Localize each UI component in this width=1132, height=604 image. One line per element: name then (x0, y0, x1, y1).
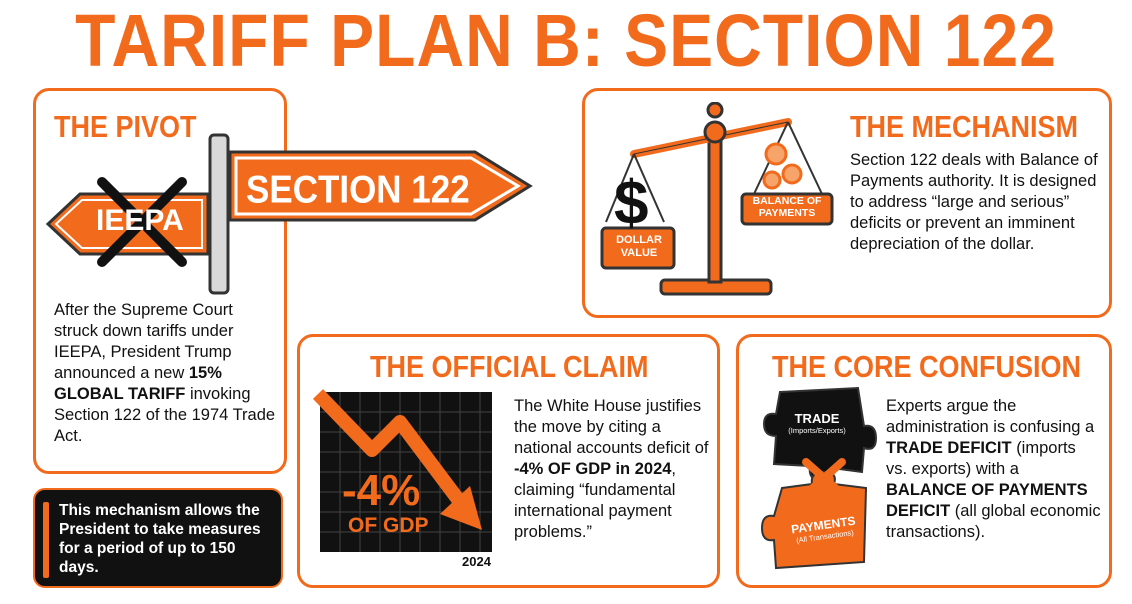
claim-text-part: The White House justifies the move by ci… (514, 397, 709, 457)
bop-label-line: BALANCE OF (752, 195, 822, 207)
note-accent-bar (43, 502, 49, 578)
dollar-value-label-line: VALUE (620, 247, 658, 259)
duration-note-text: This mechanism allows the President to t… (59, 502, 261, 576)
dollar-value-label-line: DOLLAR (616, 234, 662, 246)
core-confusion-text: Experts argue the administration is conf… (886, 396, 1101, 543)
pivot-heading: THE PIVOT (54, 110, 197, 144)
pivot-text-part: invoking Section 122 of the 1974 Trade A… (54, 385, 276, 445)
sign-old-label: IEEPA (96, 204, 184, 237)
down-arrow-icon (312, 389, 482, 530)
chart-year-label: 2024 (462, 554, 491, 569)
dollar-sign-icon: $ (614, 169, 649, 238)
balance-scale-icon (600, 102, 834, 296)
chart-unit-label: OF GDP (348, 514, 429, 537)
signpost-illustration (45, 133, 533, 295)
confusion-text-part: (imports vs. exports) with a (886, 439, 1076, 478)
balance-of-payments-label: BALANCE OF PAYMENTS (742, 195, 832, 219)
official-claim-text: The White House justifies the move by ci… (514, 396, 714, 543)
core-confusion-heading: THE CORE CONFUSION (772, 350, 1082, 384)
cross-out-icon (97, 177, 187, 267)
puzzle-trade-sub: (Imports/Exports) (788, 426, 846, 435)
confusion-text-part: (all global economic transactions). (886, 502, 1101, 541)
pivot-text-part: After the Supreme Court struck down tari… (54, 301, 234, 382)
confusion-text-part: Experts argue the administration is conf… (886, 397, 1095, 436)
dollar-value-label: DOLLAR VALUE (604, 234, 674, 260)
bop-label-line: PAYMENTS (758, 207, 816, 219)
claim-text-part: , claiming “fundamental international pa… (514, 460, 677, 541)
puzzle-pieces-icon (760, 386, 878, 570)
puzzle-trade-title: TRADE (794, 411, 840, 426)
chart-value-label: -4% (342, 466, 421, 515)
mechanism-heading: THE MECHANISM (850, 110, 1078, 144)
official-claim-heading: THE OFFICIAL CLAIM (370, 350, 649, 384)
puzzle-trade-label: TRADE (Imports/Exports) (774, 412, 860, 436)
mechanism-text: Section 122 deals with Balance of Paymen… (850, 151, 1098, 253)
confusion-text-bold: TRADE DEFICIT (886, 439, 1012, 457)
claim-text-bold: -4% OF GDP in 2024 (514, 460, 672, 478)
pivot-text: After the Supreme Court struck down tari… (54, 300, 279, 447)
pivot-text-bold: 15% GLOBAL TARIFF (54, 364, 222, 403)
duration-note-box: This mechanism allows the President to t… (33, 488, 283, 588)
page-title: TARIFF PLAN B: SECTION 122 (75, 0, 1057, 82)
confusion-text-bold: BALANCE OF PAYMENTS DEFICIT (886, 481, 1088, 520)
sign-new-label: SECTION 122 (246, 168, 470, 212)
